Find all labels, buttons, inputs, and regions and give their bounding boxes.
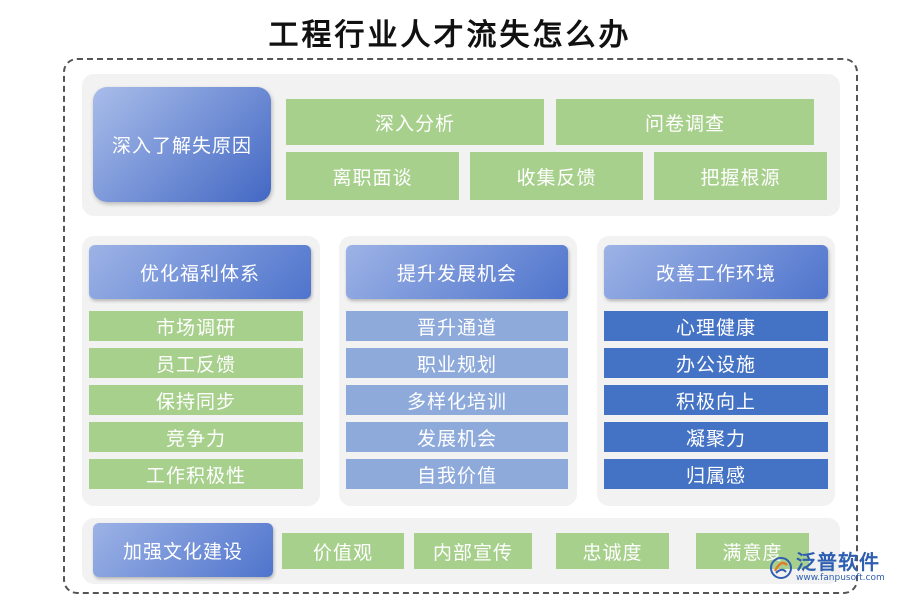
benefits-item: 竞争力 xyxy=(89,422,303,452)
development-item: 职业规划 xyxy=(346,348,568,378)
development-item: 多样化培训 xyxy=(346,385,568,415)
environment-item: 凝聚力 xyxy=(604,422,828,452)
benefits-item: 市场调研 xyxy=(89,311,303,341)
outer-dashed-frame xyxy=(63,58,858,594)
brand-logo-url: www.fanpusoft.com xyxy=(796,573,885,583)
culture-item-loyalty: 忠诚度 xyxy=(556,533,669,569)
development-item: 晋升通道 xyxy=(346,311,568,341)
environment-item: 心理健康 xyxy=(604,311,828,341)
section-understand-header: 深入了解失原因 xyxy=(93,87,271,202)
column-development-header: 提升发展机会 xyxy=(346,245,568,299)
culture-item-internal-promotion: 内部宣传 xyxy=(414,533,532,569)
development-item: 发展机会 xyxy=(346,422,568,452)
brand-logo: 泛普软件 www.fanpusoft.com xyxy=(770,552,885,583)
culture-item-values: 价值观 xyxy=(282,533,404,569)
development-item: 自我价值 xyxy=(346,459,568,489)
environment-item: 归属感 xyxy=(604,459,828,489)
column-environment-header: 改善工作环境 xyxy=(604,245,828,299)
understand-item-exit-interview: 离职面谈 xyxy=(286,152,459,200)
benefits-item: 工作积极性 xyxy=(89,459,303,489)
diagram-title: 工程行业人才流失怎么办 xyxy=(268,18,632,53)
section-culture-header: 加强文化建设 xyxy=(93,523,273,577)
understand-item-root-cause: 把握根源 xyxy=(654,152,827,200)
brand-logo-name: 泛普软件 xyxy=(796,550,880,574)
column-benefits-header: 优化福利体系 xyxy=(89,245,311,299)
environment-item: 积极向上 xyxy=(604,385,828,415)
understand-item-feedback: 收集反馈 xyxy=(470,152,643,200)
brand-logo-icon xyxy=(770,556,792,579)
culture-item-satisfaction: 满意度 xyxy=(696,533,809,569)
benefits-item: 保持同步 xyxy=(89,385,303,415)
understand-item-survey: 问卷调查 xyxy=(556,99,814,145)
benefits-item: 员工反馈 xyxy=(89,348,303,378)
environment-item: 办公设施 xyxy=(604,348,828,378)
understand-item-analysis: 深入分析 xyxy=(286,99,544,145)
